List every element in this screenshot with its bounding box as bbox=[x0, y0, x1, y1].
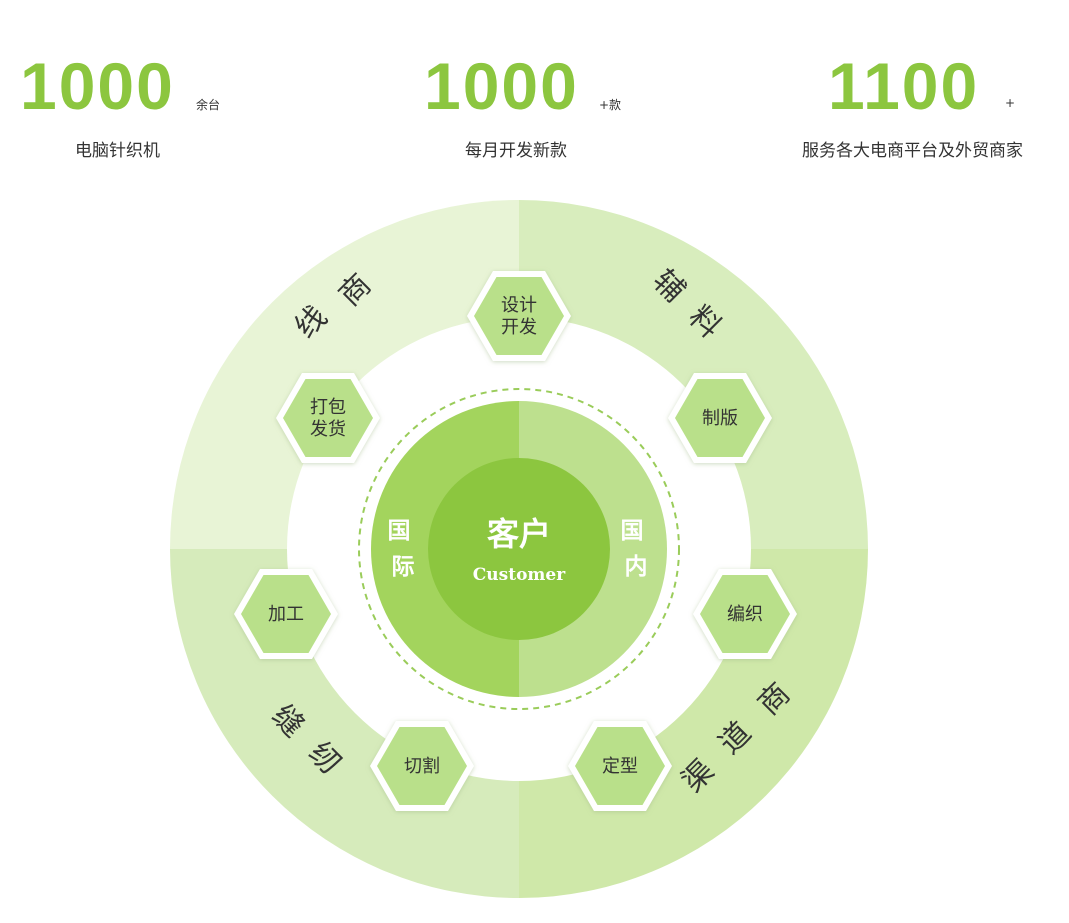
hex-fill bbox=[575, 727, 665, 805]
stat-new-styles: 1000 +款 每月开发新款 bbox=[424, 48, 724, 168]
stat-unit: 余台 bbox=[196, 98, 221, 112]
hex-label: 制版 bbox=[702, 408, 738, 429]
hex-fill bbox=[700, 575, 790, 653]
stat-number: 1000 bbox=[424, 49, 579, 123]
stat-label: 电脑针织机 bbox=[75, 141, 160, 161]
stat-merchants: 1100 + 服务各大电商平台及外贸商家 bbox=[802, 48, 1069, 168]
hex-shaping: 定型 bbox=[568, 721, 672, 811]
hex-processing: 加工 bbox=[234, 569, 338, 659]
dashed-orbit bbox=[358, 388, 680, 710]
hex-fill bbox=[474, 277, 564, 355]
stat-number: 1000 bbox=[20, 49, 175, 123]
hex-fill bbox=[241, 575, 331, 653]
stat-number: 1100 bbox=[828, 49, 980, 123]
hex-label: 定型 bbox=[602, 756, 638, 777]
center-core bbox=[428, 458, 610, 640]
label-domestic: 国 内 bbox=[620, 518, 651, 580]
center-subtitle: Customer bbox=[473, 565, 566, 585]
stat-machines: 1000 余台 电脑针织机 bbox=[20, 48, 320, 168]
hex-fill bbox=[377, 727, 467, 805]
stat-unit: +款 bbox=[599, 98, 622, 112]
stat-label: 服务各大电商平台及外贸商家 bbox=[802, 141, 1023, 161]
hex-cutting: 切割 bbox=[370, 721, 474, 811]
hex-label: 编织 bbox=[727, 604, 763, 625]
hex-label: 发货 bbox=[310, 419, 346, 440]
hex-label: 加工 bbox=[268, 604, 304, 625]
center-title: 客户 bbox=[487, 515, 551, 553]
hex-label: 设计 bbox=[501, 295, 537, 316]
stat-label: 每月开发新款 bbox=[465, 141, 567, 161]
stat-unit: + bbox=[1005, 96, 1016, 110]
hex-fill bbox=[675, 379, 765, 457]
hex-label: 打包 bbox=[310, 397, 346, 418]
hex-knitting: 编织 bbox=[693, 569, 797, 659]
hex-plate-making: 制版 bbox=[668, 373, 772, 463]
label-international: 国 际 bbox=[387, 518, 418, 580]
hex-label: 切割 bbox=[404, 756, 440, 777]
hex-label: 开发 bbox=[501, 317, 537, 338]
hex-fill bbox=[283, 379, 373, 457]
